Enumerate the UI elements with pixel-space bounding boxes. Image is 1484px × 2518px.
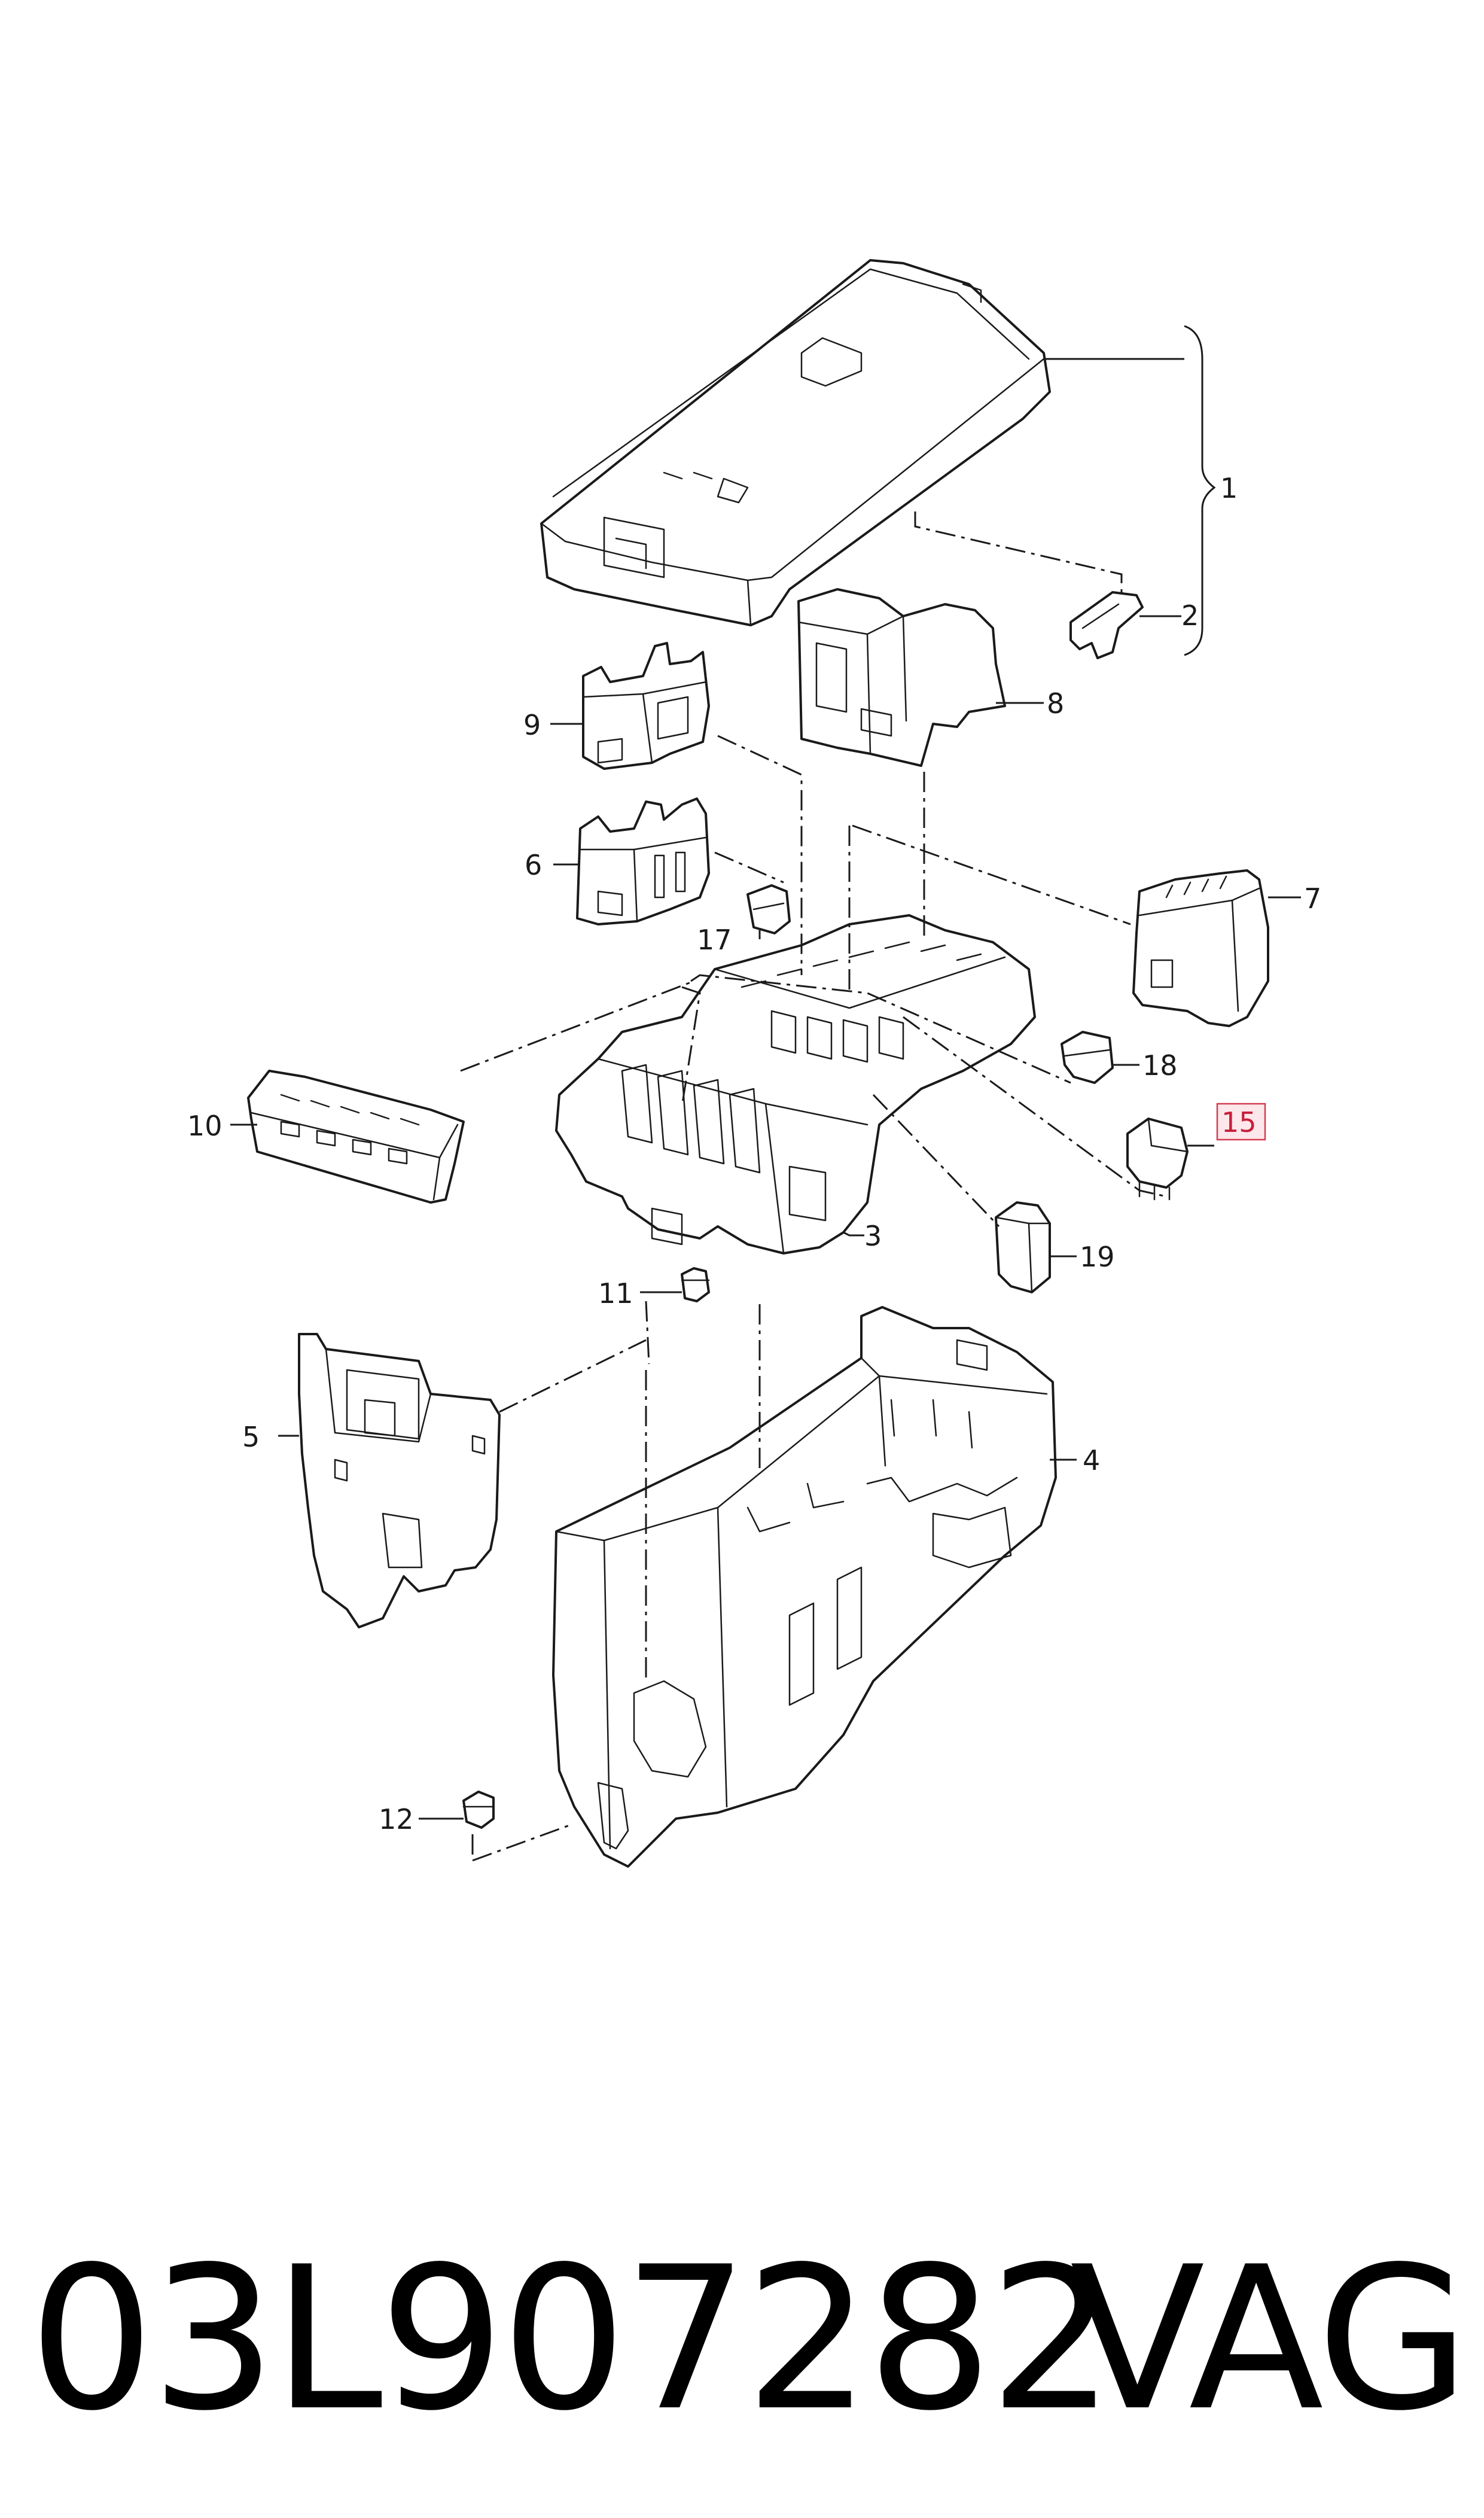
part-1-cover — [540, 259, 1051, 626]
callout-12: 12 — [379, 1803, 414, 1835]
part-8-relay-carrier — [797, 588, 1006, 767]
callout-15: 15 — [1221, 1106, 1257, 1138]
part-4-housing — [552, 1306, 1057, 1868]
brand-name: VAG — [1069, 2224, 1470, 2454]
callout-3: 3 — [864, 1220, 882, 1252]
part-6-relay-carrier — [576, 797, 710, 925]
part-18-fuse — [1061, 1031, 1114, 1084]
part-7-module — [1132, 869, 1269, 1027]
callout-8: 8 — [1047, 687, 1064, 720]
callout-15-box — [1216, 1103, 1266, 1141]
part-10-fuse-strip — [247, 1070, 465, 1204]
callout-5: 5 — [242, 1421, 260, 1453]
leader-lines — [230, 358, 1301, 1820]
callout-18: 18 — [1142, 1049, 1178, 1082]
callout-7: 7 — [1304, 882, 1321, 915]
callout-2: 2 — [1181, 599, 1199, 632]
part-17-fuse — [746, 884, 791, 934]
part-5-bracket — [298, 1333, 501, 1628]
part-9-relay-carrier — [582, 642, 710, 770]
callout-1: 1 — [1220, 472, 1238, 504]
callout-11: 11 — [598, 1277, 633, 1310]
callout-6: 6 — [525, 849, 542, 881]
callout-17: 17 — [697, 924, 732, 956]
callouts: 1 2 3 4 5 6 7 8 9 10 11 12 15 17 18 19 — [187, 472, 1321, 1835]
part-12-nut — [462, 1791, 495, 1829]
part-11-nut — [681, 1267, 710, 1302]
bracket-1 — [1184, 325, 1216, 656]
part-15-relay — [1126, 1118, 1189, 1201]
part-3-carrier — [555, 914, 1036, 1255]
callout-9: 9 — [523, 709, 541, 741]
callout-10: 10 — [187, 1110, 223, 1142]
callout-19: 19 — [1080, 1241, 1115, 1273]
part-number: 03L907282 — [29, 2224, 1115, 2454]
part-19-fuse — [995, 1201, 1051, 1293]
part-2-clip — [1069, 591, 1144, 659]
assembly-lines — [460, 511, 1167, 1862]
callout-4: 4 — [1083, 1444, 1100, 1476]
